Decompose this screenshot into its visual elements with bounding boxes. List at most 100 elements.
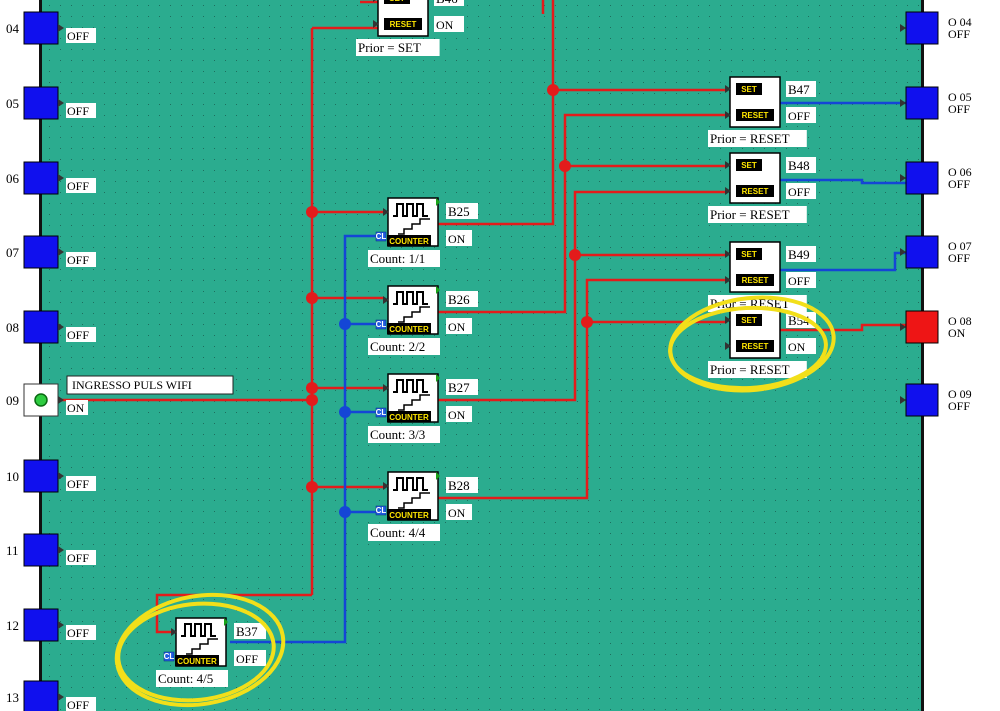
output-box (905, 383, 939, 417)
block-state: ON (448, 232, 466, 246)
set-tag (736, 314, 762, 326)
pulse-icon (393, 291, 428, 305)
set-tag-label: SET (741, 85, 757, 94)
output-name: O 05 (948, 90, 972, 104)
cl-tag (375, 407, 387, 418)
count-pin-icon (383, 208, 389, 216)
right-rail (921, 0, 924, 711)
input-state: OFF (67, 253, 89, 267)
input-state: OFF (67, 551, 89, 565)
cl-tag (163, 651, 175, 662)
staircase-icon (186, 638, 218, 655)
set-tag-label: SET (389, 0, 405, 3)
prior-box (356, 39, 440, 56)
input-state: OFF (67, 179, 89, 193)
counter-tag-label: COUNTER (177, 657, 217, 666)
counter-indicator-icon (436, 472, 440, 480)
block-id-box (786, 246, 816, 262)
input-number: 07 (6, 245, 20, 260)
input-box (23, 608, 59, 642)
input-state: OFF (67, 626, 89, 640)
setreset-block-b46[interactable]: SETRESETB46ONPrior = SET (356, 0, 464, 56)
input-box (23, 11, 59, 45)
output-pin-icon (900, 323, 906, 331)
count-pin-icon (383, 296, 389, 304)
input-state-box (66, 697, 96, 711)
pulse-icon (393, 203, 428, 217)
input-number: 13 (6, 690, 19, 705)
input-state: OFF (67, 328, 89, 342)
input-box-on (23, 383, 59, 417)
count-pin-icon (171, 628, 177, 636)
input-pin-icon (58, 546, 64, 554)
cl-tag (375, 505, 387, 516)
block-state: OFF (788, 274, 810, 288)
block-state-box (446, 406, 472, 422)
block-state-box (446, 504, 472, 520)
output-state: OFF (948, 102, 970, 116)
highlight-annotations (114, 295, 836, 708)
output-name: O 07 (948, 239, 972, 253)
block-state: ON (436, 18, 454, 32)
pulse-icon (393, 379, 428, 393)
staircase-icon (398, 218, 430, 235)
block-id: B26 (448, 292, 470, 307)
reset-tag (384, 18, 422, 30)
reset-tag-label: RESET (742, 276, 769, 285)
block-id-box (446, 379, 478, 395)
cl-tag-label: CL (376, 320, 387, 329)
reset-tag-label: RESET (742, 342, 769, 351)
input-state-box (66, 103, 96, 118)
block-id-box (446, 203, 478, 219)
prior-box (708, 361, 807, 378)
set-tag (736, 248, 762, 260)
input-number: 06 (6, 171, 20, 186)
input-pin-icon (58, 396, 64, 404)
input-pin-icon (58, 99, 64, 107)
output-name: O 08 (948, 314, 972, 328)
block-state-box (786, 107, 816, 123)
block-state-box (234, 650, 266, 666)
block-id: B46 (436, 0, 458, 6)
cl-tag (375, 231, 387, 242)
output-name: O 09 (948, 387, 972, 401)
reset-tag-label: RESET (742, 111, 769, 120)
highlight-b37-2 (116, 601, 276, 703)
input-state-box (66, 252, 96, 267)
block-state: ON (448, 320, 466, 334)
prior-box (708, 130, 807, 147)
counter-tag-label: COUNTER (389, 511, 429, 520)
cl-tag-label: CL (164, 652, 175, 661)
set-pin-icon (725, 250, 731, 258)
input-number: 05 (6, 96, 19, 111)
pulse-icon (181, 623, 216, 637)
input-state-box (66, 178, 96, 193)
block-state-box (786, 272, 816, 288)
input-pin-icon (58, 472, 64, 480)
output-state: OFF (948, 251, 970, 265)
